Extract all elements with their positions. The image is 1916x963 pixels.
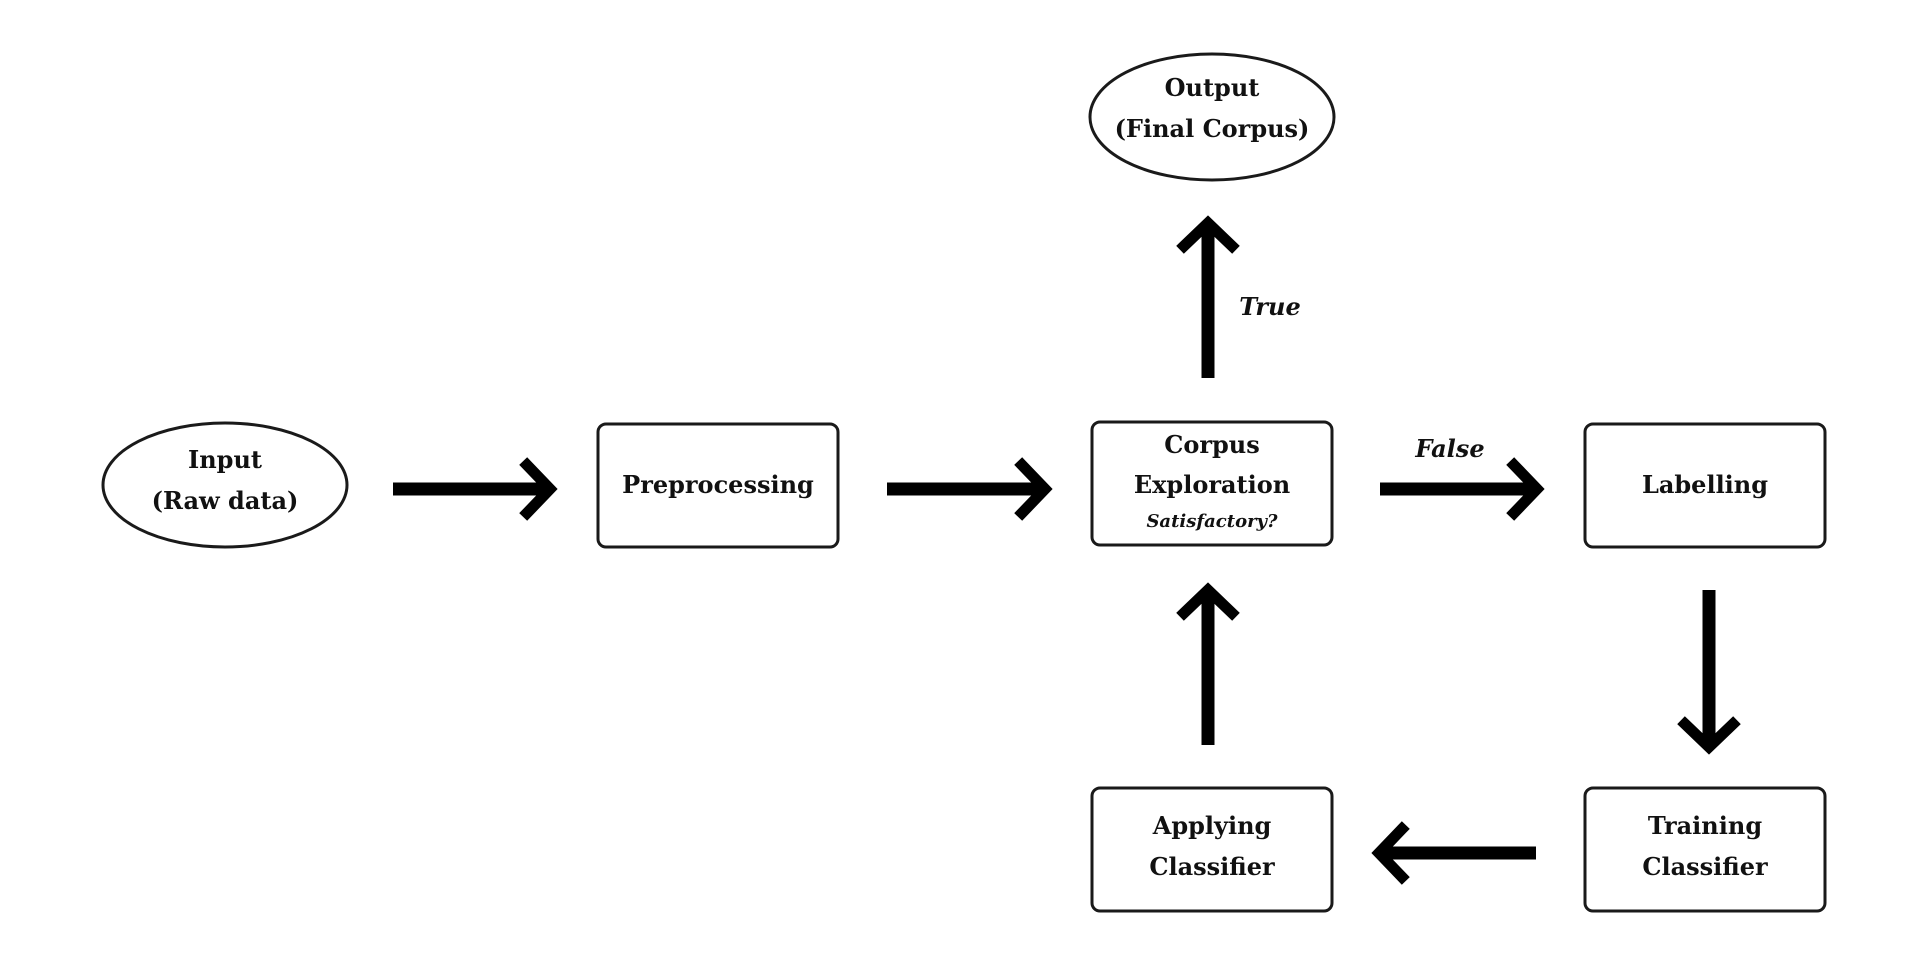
corpus-exploration-node: Corpus Exploration Satisfactory? (1090, 420, 1334, 547)
labelling-node: Labelling (1583, 422, 1827, 549)
applying-classifier-line2: Classifier (1149, 852, 1275, 881)
training-classifier-node: Training Classifier (1583, 786, 1827, 913)
corpus-exploration-question: Satisfactory? (1146, 511, 1278, 532)
input-node: Input (Raw data) (101, 421, 349, 549)
arrow-exploration-to-labelling (1380, 457, 1545, 521)
output-line2: (Final Corpus) (1115, 114, 1310, 143)
preprocessing-label: Preprocessing (622, 470, 814, 499)
output-node: Output (Final Corpus) (1088, 52, 1336, 182)
training-classifier-line2: Classifier (1642, 852, 1768, 881)
input-line1: Input (188, 445, 262, 474)
arrow-applying-to-exploration (1176, 582, 1240, 745)
arrow-training-to-applying (1371, 821, 1536, 885)
input-line2: (Raw data) (152, 486, 299, 515)
false-label: False (1414, 434, 1484, 463)
arrow-preprocessing-to-exploration (887, 457, 1053, 521)
true-label: True (1239, 292, 1300, 321)
applying-classifier-line1: Applying (1152, 811, 1272, 840)
corpus-exploration-line1: Corpus (1164, 430, 1260, 459)
output-line1: Output (1165, 73, 1260, 102)
training-classifier-line1: Training (1648, 811, 1762, 840)
preprocessing-node: Preprocessing (596, 422, 840, 549)
applying-classifier-node: Applying Classifier (1090, 786, 1334, 913)
arrow-exploration-to-output (1176, 215, 1240, 378)
arrow-labelling-to-training (1677, 590, 1741, 755)
corpus-exploration-line2: Exploration (1134, 470, 1290, 499)
arrow-input-to-preprocessing (393, 457, 558, 521)
labelling-label: Labelling (1642, 470, 1768, 499)
